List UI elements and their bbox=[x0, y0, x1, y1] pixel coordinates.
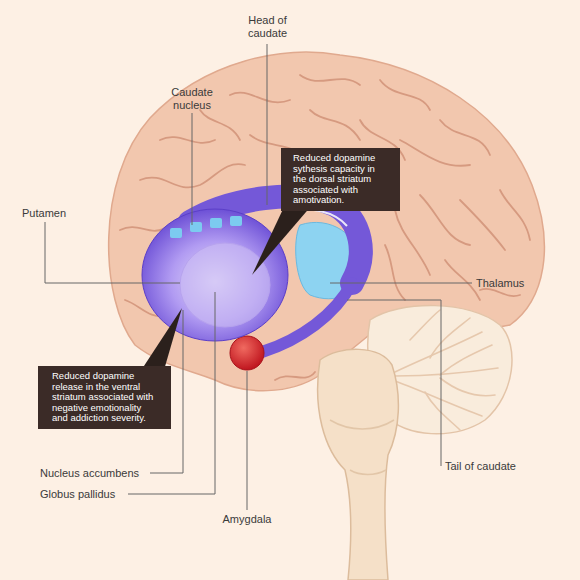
cerebellum-folia bbox=[425, 392, 460, 430]
cerebellum-folia bbox=[410, 310, 440, 340]
leader-line bbox=[347, 300, 441, 466]
callout-pointer bbox=[140, 308, 182, 372]
callout-text: Reduced dopamine sythesis capacity in th… bbox=[293, 153, 388, 206]
gyrus-line bbox=[230, 93, 290, 103]
leader-line bbox=[247, 371, 248, 510]
part-label: Globus pallidus bbox=[40, 488, 115, 501]
striatal-bridge bbox=[210, 218, 222, 228]
part-label: Thalamus bbox=[476, 277, 524, 290]
gyrus-line bbox=[480, 289, 520, 296]
leader-line bbox=[267, 44, 268, 205]
brainstem bbox=[318, 349, 399, 580]
gyrus-line bbox=[310, 110, 360, 140]
pons-line bbox=[330, 420, 394, 429]
gyrus-line bbox=[420, 195, 470, 245]
gyrus-line bbox=[200, 110, 240, 140]
striatal-bridge bbox=[170, 228, 182, 238]
part-label: Caudate nucleus bbox=[166, 86, 218, 112]
cerebellum-folia bbox=[395, 332, 482, 372]
gyrus-line bbox=[380, 80, 430, 110]
gyrus-line bbox=[160, 137, 215, 143]
globus-pallidus-shape bbox=[180, 243, 270, 327]
cerebellum-folia bbox=[440, 345, 492, 375]
callout-box: Reduced dopamine release in the ventral … bbox=[38, 366, 171, 429]
leader-line bbox=[330, 283, 472, 284]
gyrus-line bbox=[400, 140, 470, 166]
gyrus-line bbox=[460, 200, 505, 250]
part-label: Nucleus accumbens bbox=[40, 467, 139, 480]
part-label: Head of caudate bbox=[240, 14, 295, 40]
part-label: Tail of caudate bbox=[445, 460, 516, 473]
gyrus-line bbox=[275, 372, 315, 380]
part-label: Putamen bbox=[22, 207, 66, 220]
part-label: Amygdala bbox=[217, 513, 277, 526]
leader-line bbox=[45, 222, 180, 283]
callout-text: Reduced dopamine release in the ventral … bbox=[52, 371, 157, 424]
gyrus-line bbox=[300, 75, 360, 85]
gyrus-line bbox=[500, 190, 530, 240]
callout-box: Reduced dopamine sythesis capacity in th… bbox=[281, 148, 400, 211]
gyrus-line bbox=[445, 260, 480, 300]
cerebellum-folia bbox=[440, 378, 495, 396]
striatal-bridge bbox=[230, 216, 242, 226]
gyrus-line bbox=[440, 120, 490, 155]
amygdala-shape bbox=[230, 336, 264, 370]
gyrus-line bbox=[395, 210, 430, 275]
gyrus-line bbox=[385, 245, 405, 300]
cerebellum-folia bbox=[430, 318, 470, 358]
medulla-line bbox=[350, 470, 386, 475]
leader-line bbox=[192, 113, 193, 225]
